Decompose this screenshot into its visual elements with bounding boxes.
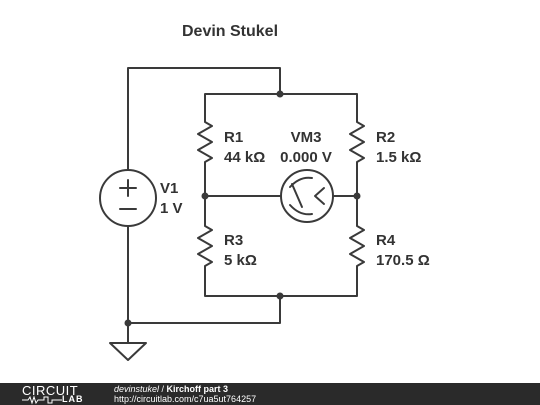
- footer-bar: CIRCUIT LAB devinstukel / Kirchoff part …: [0, 383, 540, 405]
- r4-value: 170.5 Ω: [376, 252, 430, 269]
- schematic-canvas: Devin Stukel: [99, 23, 430, 361]
- v1-value: 1 V: [160, 200, 183, 217]
- wire-bottom: [127, 225, 281, 324]
- voltage-source-v1: [99, 169, 157, 227]
- r2-value: 1.5 kΩ: [376, 149, 421, 166]
- junctions: [124, 90, 361, 327]
- r2-name: R2: [376, 129, 395, 146]
- vm3-value: 0.000 V: [280, 149, 332, 166]
- r3-name: R3: [224, 232, 243, 249]
- schematic-title: Devin Stukel: [182, 23, 278, 40]
- resistor-r1: [197, 117, 213, 169]
- logo-waveform-icon: [22, 395, 62, 405]
- circuitlab-logo[interactable]: CIRCUIT LAB: [22, 383, 94, 405]
- r3-value: 5 kΩ: [224, 252, 257, 269]
- ground-icon: [109, 342, 147, 361]
- project-name: Kirchoff part 3: [166, 384, 229, 394]
- logo-text-top: CIRCUIT: [22, 383, 79, 398]
- junction-dot: [124, 319, 132, 327]
- vm3-name: VM3: [291, 129, 322, 146]
- author-link[interactable]: devinstukel: [114, 384, 160, 394]
- v1-name: V1: [160, 180, 178, 197]
- logo-text-bottom: LAB: [62, 394, 84, 404]
- junction-dot: [276, 90, 284, 98]
- r1-name: R1: [224, 129, 243, 146]
- circuit-url-link[interactable]: http://circuitlab.com/c7ua5ut764257: [114, 394, 257, 404]
- junction-dot: [201, 192, 209, 200]
- resistor-r3: [197, 221, 213, 273]
- resistor-r4: [349, 221, 365, 273]
- wire-top-rail: [204, 93, 358, 119]
- voltmeter-icon: [280, 169, 334, 223]
- source-polarity-icon: [119, 179, 137, 210]
- junction-dot: [276, 292, 284, 300]
- junction-dot: [353, 192, 361, 200]
- wire-bottom-rail: [204, 271, 358, 297]
- r1-value: 44 kΩ: [224, 149, 265, 166]
- credit-block: devinstukel / Kirchoff part 3 http://cir…: [114, 384, 256, 404]
- credit-separator: /: [159, 384, 167, 394]
- wire-top: [127, 67, 281, 171]
- r4-name: R4: [376, 232, 396, 249]
- resistor-r2: [349, 117, 365, 169]
